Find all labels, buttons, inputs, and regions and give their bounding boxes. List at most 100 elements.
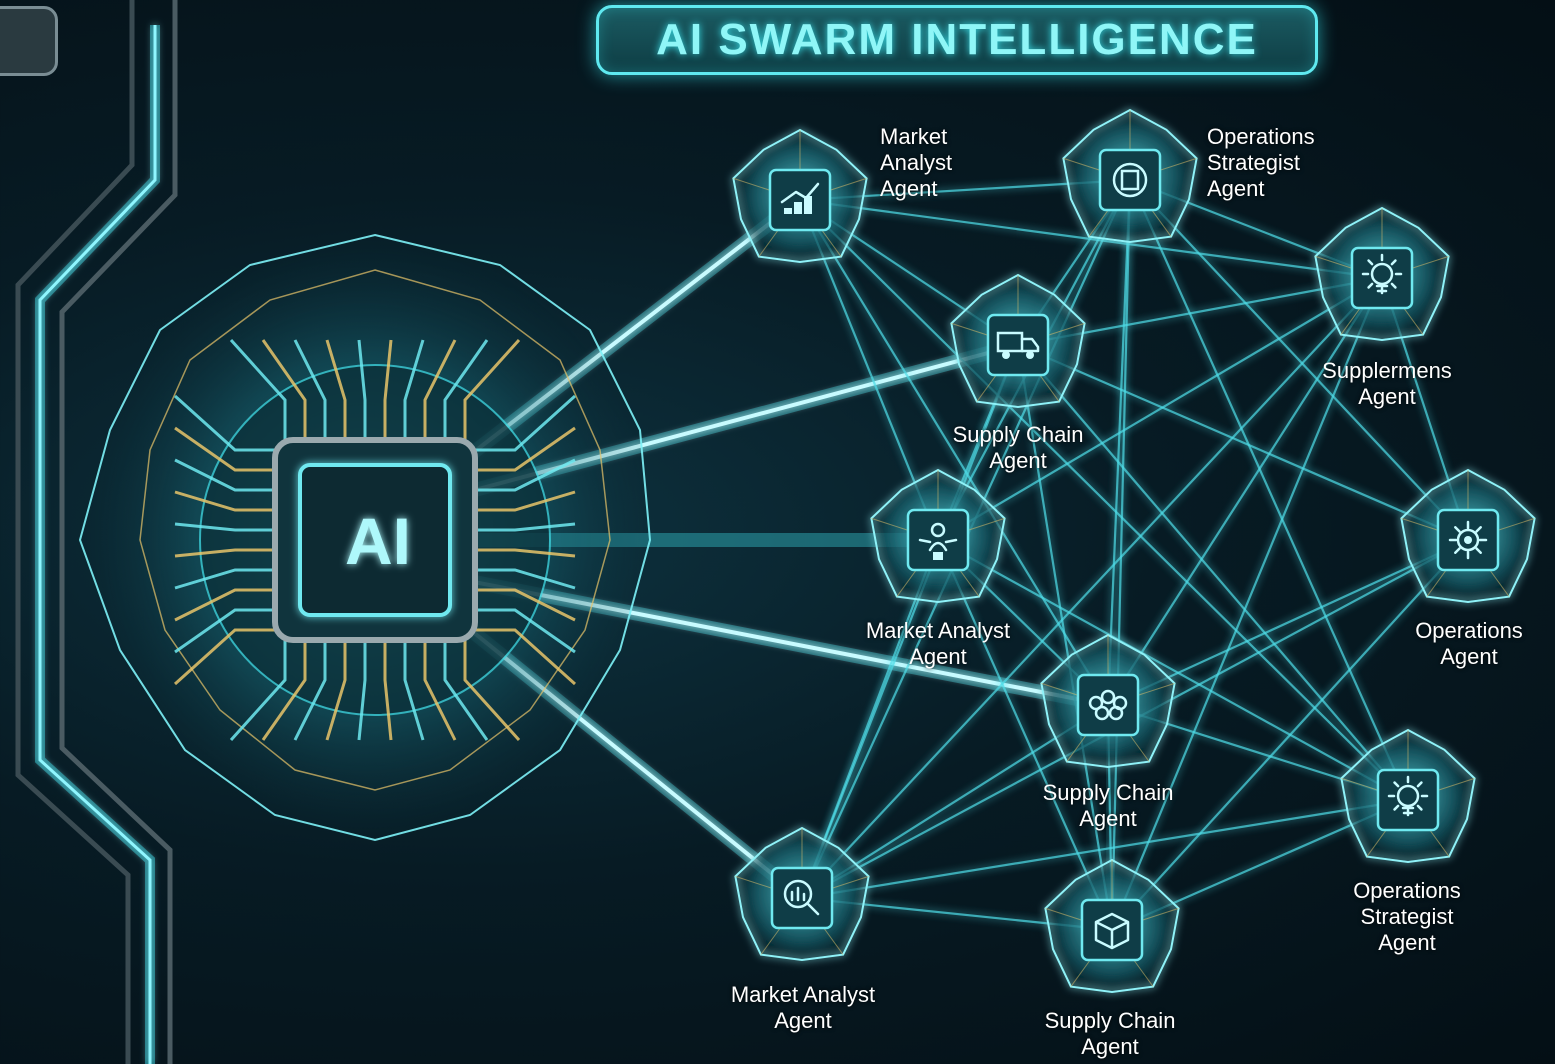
agent-icon-frame bbox=[986, 313, 1050, 377]
agent-icon-frame bbox=[770, 866, 834, 930]
circuit-trace bbox=[174, 568, 275, 590]
agent-label-line: Analyst bbox=[880, 150, 953, 175]
boxes-icon bbox=[1088, 689, 1128, 721]
circuit-trace bbox=[475, 522, 576, 532]
lightbulb-icon bbox=[1387, 775, 1429, 817]
circuit-trace bbox=[475, 548, 576, 558]
agent-label-line: Agent bbox=[774, 1008, 832, 1033]
agent-icon-frame bbox=[906, 508, 970, 572]
magnifier-chart-icon bbox=[783, 879, 820, 916]
agent-connection bbox=[1017, 344, 1409, 801]
chart-up-icon bbox=[780, 182, 820, 214]
agent-connection bbox=[1111, 539, 1469, 931]
package-icon bbox=[1094, 912, 1130, 950]
circuit-trace bbox=[261, 339, 307, 440]
circuit-trace bbox=[443, 640, 489, 741]
circuit-trace bbox=[173, 628, 275, 686]
circuit-trace bbox=[463, 338, 521, 440]
agent-label-line: Agent bbox=[1378, 930, 1436, 955]
circuit-trace bbox=[423, 339, 457, 440]
agent-label-line: Agent bbox=[1207, 176, 1265, 201]
circuit-trace bbox=[293, 339, 327, 440]
agent-node-a6 bbox=[1400, 468, 1536, 604]
circuit-trace bbox=[475, 588, 576, 622]
agent-icon-frame bbox=[1098, 148, 1162, 212]
circuit-trace bbox=[174, 522, 275, 532]
agent-label-line: Market Analyst bbox=[730, 982, 876, 1007]
agent-label-line: Supply Chain bbox=[1042, 780, 1174, 805]
agent-connection bbox=[801, 798, 1409, 900]
agent-connection bbox=[937, 277, 1383, 541]
agent-label-line: Agent bbox=[1440, 644, 1498, 669]
target-icon bbox=[1112, 162, 1148, 198]
circuit-trace bbox=[293, 640, 327, 741]
agent-connection bbox=[937, 539, 1409, 801]
agent-icon-frame bbox=[1076, 673, 1140, 737]
circuit-trace bbox=[173, 394, 275, 452]
circuit-trace bbox=[383, 640, 393, 741]
agent-icon-frame bbox=[1376, 768, 1440, 832]
agent-label-line: Supply Chain bbox=[1044, 1008, 1176, 1033]
agent-label-line: Agent bbox=[909, 644, 967, 669]
agent-connection bbox=[1110, 179, 1132, 931]
agent-connection bbox=[1129, 179, 1469, 541]
circuit-trace bbox=[423, 640, 457, 741]
agent-connection bbox=[799, 199, 1109, 706]
gear-icon bbox=[1448, 520, 1488, 560]
agent-label-line: Agent bbox=[1358, 384, 1416, 409]
agent-label-line: Agent bbox=[1079, 806, 1137, 831]
agent-connection bbox=[1110, 277, 1384, 931]
agent-node-a2 bbox=[1062, 108, 1198, 244]
circuit-trace bbox=[443, 339, 489, 440]
circuit-trace bbox=[475, 628, 577, 686]
agent-connection bbox=[1016, 344, 1114, 931]
agent-connection bbox=[1107, 277, 1383, 706]
circuit-trace bbox=[357, 640, 367, 741]
circuit-trace bbox=[475, 608, 576, 654]
circuit-trace bbox=[383, 339, 393, 440]
circuit-trace bbox=[174, 608, 275, 654]
circuit-trace bbox=[174, 490, 275, 512]
circuit-trace bbox=[475, 458, 576, 492]
truck-icon bbox=[996, 331, 1040, 359]
circuit-trace bbox=[475, 394, 577, 452]
circuit-trace bbox=[174, 426, 275, 472]
circuit-trace bbox=[174, 458, 275, 492]
circuit-trace bbox=[475, 490, 576, 512]
agent-node-a1 bbox=[732, 128, 868, 264]
circuit-trace bbox=[463, 640, 521, 742]
lightbulb-icon bbox=[1361, 253, 1403, 295]
agent-label-line: Supplermens bbox=[1322, 358, 1452, 383]
agent-connection bbox=[1106, 179, 1132, 706]
agent-icon-frame bbox=[1350, 246, 1414, 310]
circuit-trace bbox=[325, 339, 347, 440]
agent-label-line: Operations bbox=[1353, 878, 1461, 903]
agent-connection bbox=[1017, 343, 1469, 542]
agent-connection bbox=[801, 277, 1383, 899]
agent-label-line: Market bbox=[880, 124, 948, 149]
corner-tab bbox=[0, 6, 58, 76]
agent-label-line: Market Analyst bbox=[865, 618, 1011, 643]
agent-node-a7 bbox=[1040, 633, 1176, 769]
agent-label-line: Agent bbox=[989, 448, 1047, 473]
circuit-traces bbox=[173, 338, 577, 742]
agent-nodes bbox=[732, 108, 1536, 994]
agent-label-line: Operations bbox=[1415, 618, 1523, 643]
agent-node-a5 bbox=[870, 468, 1006, 604]
agent-node-a4 bbox=[1314, 206, 1450, 342]
circuit-trace bbox=[325, 640, 347, 741]
agent-node-a9 bbox=[734, 826, 870, 962]
core-label: AI bbox=[345, 504, 411, 578]
circuit-trace bbox=[403, 339, 425, 440]
agent-label-line: Agent bbox=[880, 176, 938, 201]
agent-label-line: Operations bbox=[1207, 124, 1315, 149]
